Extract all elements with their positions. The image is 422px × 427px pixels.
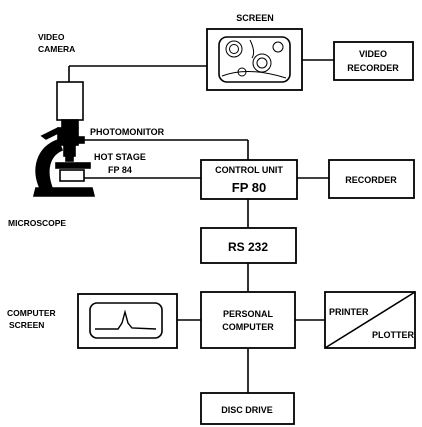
personal-computer-label-line2: COMPUTER [222,322,274,332]
video-camera-icon [57,82,83,120]
screen-block: SCREEN [207,13,302,90]
video-recorder-label-line2: RECORDER [347,63,399,73]
personal-computer-block: PERSONAL COMPUTER [201,292,295,348]
printer-plotter-block: PRINTER PLOTTER [325,292,415,348]
control-unit-label-line2: FP 80 [232,180,266,195]
video-camera-label-line2: CAMERA [38,44,75,54]
recorder-block: RECORDER [329,160,414,198]
microscope-icon [34,82,94,196]
screen-label: SCREEN [236,13,274,23]
rs232-label: RS 232 [228,240,268,254]
control-unit-label-line1: CONTROL UNIT [215,165,283,175]
computer-screen-block [78,294,177,348]
recorder-label: RECORDER [345,175,397,185]
video-recorder-block: VIDEO RECORDER [334,42,413,80]
computer-screen-display [90,303,162,338]
computer-screen-label-line2: SCREEN [9,320,44,330]
video-recorder-label-line1: VIDEO [359,49,387,59]
rs232-block: RS 232 [201,228,296,263]
control-unit-block: CONTROL UNIT FP 80 [201,160,297,199]
printer-label: PRINTER [329,307,369,317]
personal-computer-label-line1: PERSONAL [223,309,274,319]
microscope-label: MICROSCOPE [8,218,66,228]
hot-stage-label-line2: FP 84 [108,165,132,175]
disc-drive-label: DISC DRIVE [221,405,273,415]
video-recorder-box [334,42,413,80]
photomonitor-label: PHOTOMONITOR [90,127,165,137]
personal-computer-box [201,292,295,348]
hot-stage-label-line1: HOT STAGE [94,152,146,162]
disc-drive-block: DISC DRIVE [201,393,294,424]
plotter-label: PLOTTER [372,330,414,340]
computer-screen-label-line1: COMPUTER [7,308,56,318]
hot-stage-icon [60,170,84,181]
video-camera-label-line1: VIDEO [38,32,65,42]
